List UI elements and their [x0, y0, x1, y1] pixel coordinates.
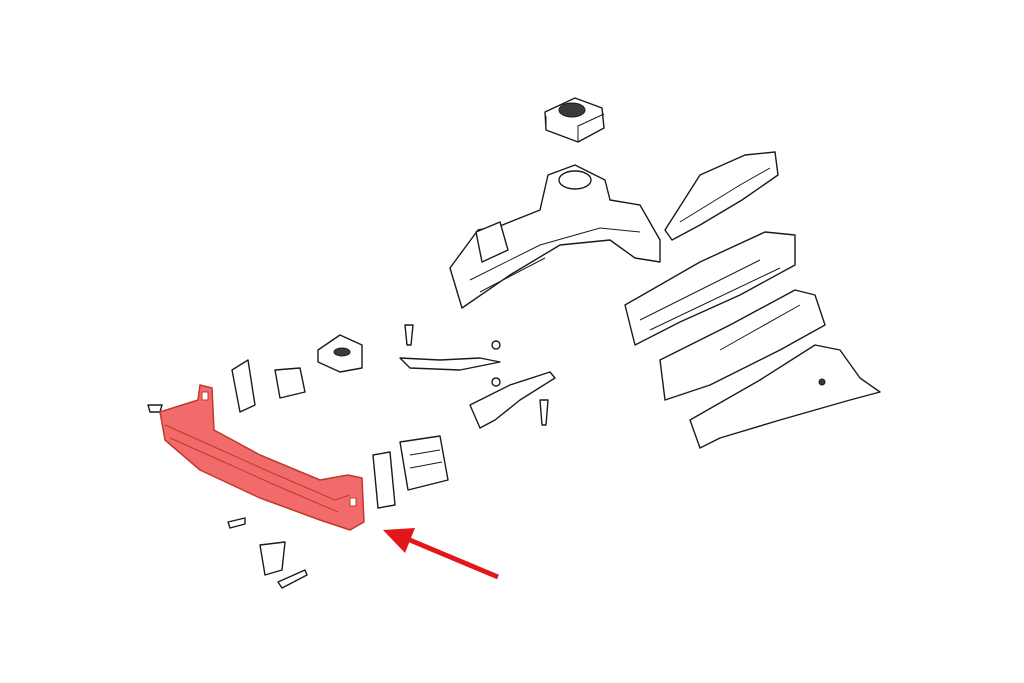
small-bracket-parts: [147, 324, 556, 589]
arrow-icon: [383, 528, 499, 580]
strut-tower-rail-part: [449, 164, 661, 309]
side-member-rail-part: [624, 231, 796, 346]
wheelhouse-rail-part: [689, 344, 881, 449]
engine-mount-part: [544, 97, 605, 143]
upper-rail-bracket-part: [664, 151, 779, 241]
lower-rail-part: [659, 289, 826, 401]
front-bumper-reinforcement-beam[interactable]: [159, 384, 365, 531]
